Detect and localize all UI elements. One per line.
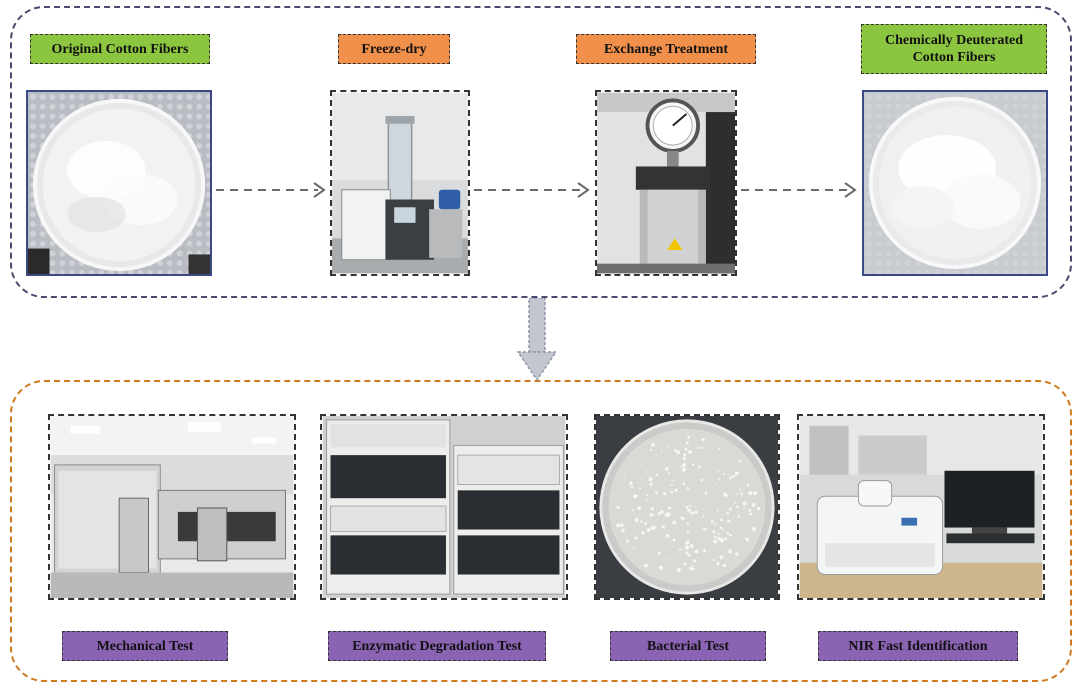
photo-freeze-dryer [330, 90, 470, 276]
photo-original-cotton [26, 90, 212, 276]
photo-nir-spectrometer [797, 414, 1045, 600]
testing-group [10, 380, 1072, 682]
photo-deuterated-cotton [862, 90, 1048, 276]
label-bacterial-test: Bacterial Test [610, 631, 766, 661]
label-nir-fast-identification: NIR Fast Identification [818, 631, 1018, 661]
photo-exchange-reactor [595, 90, 737, 276]
label-freeze-dry: Freeze-dry [338, 34, 450, 64]
photo-bacterial-dish [594, 414, 780, 600]
label-enzymatic-degradation-test: Enzymatic Degradation Test [328, 631, 546, 661]
dashed-arrow-right-icon [741, 182, 857, 198]
label-original-cotton-fibers: Original Cotton Fibers [30, 34, 210, 64]
label-exchange-treatment: Exchange Treatment [576, 34, 756, 64]
preparation-process-group [10, 6, 1072, 298]
photo-mechanical-tester [48, 414, 296, 600]
label-chemically-deuterated-cotton-fibers: Chemically Deuterated Cotton Fibers [861, 24, 1047, 74]
dashed-arrow-right-icon [474, 182, 590, 198]
photo-enzymatic-analyzer [320, 414, 568, 600]
down-arrow-icon [516, 298, 558, 382]
dashed-arrow-right-icon [216, 182, 326, 198]
label-mechanical-test: Mechanical Test [62, 631, 228, 661]
